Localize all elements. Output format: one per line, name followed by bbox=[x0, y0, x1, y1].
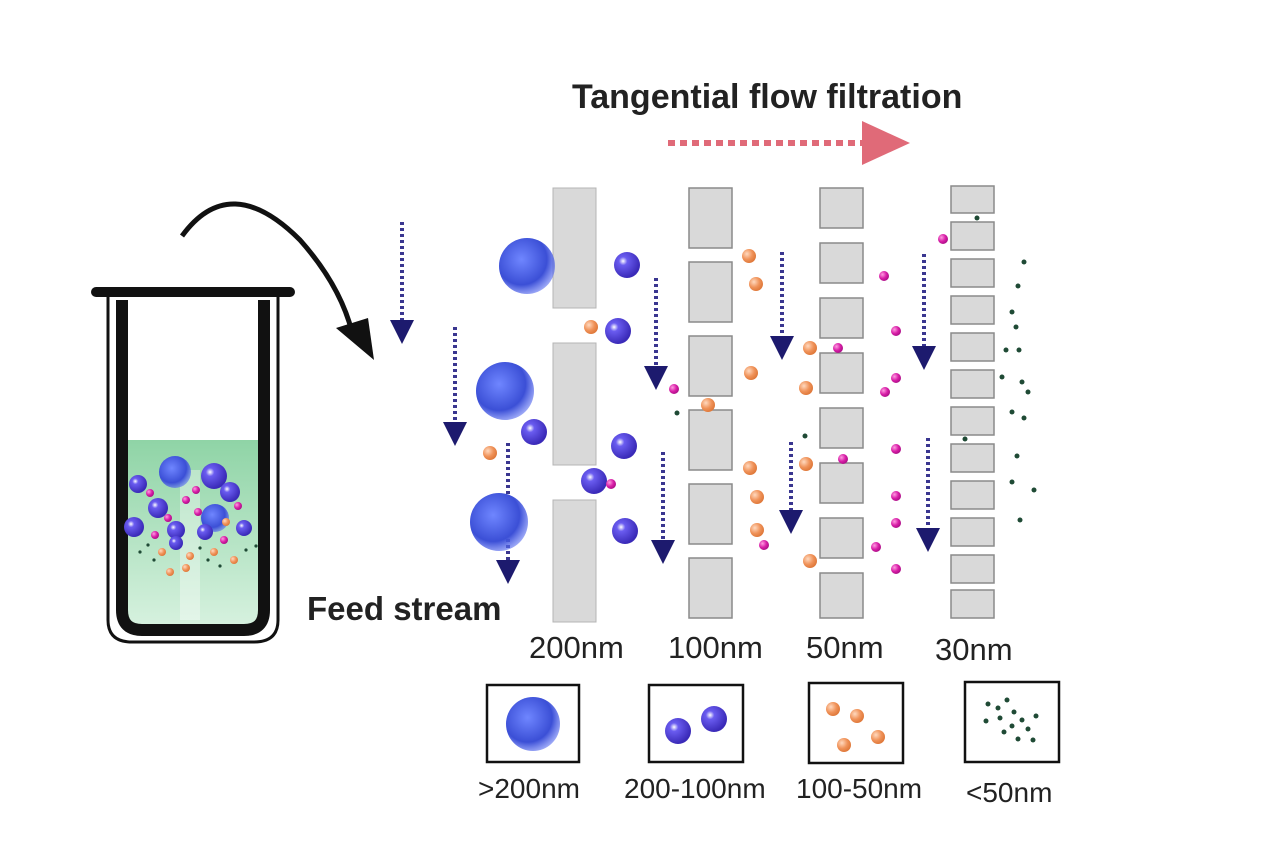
title-text: Tangential flow filtration bbox=[572, 78, 962, 116]
fraction-label-medium: 200-100nm bbox=[624, 773, 766, 804]
fraction-box-large bbox=[485, 683, 581, 764]
fraction-box-small bbox=[963, 680, 1061, 764]
fraction-label-orange: 100-50nm bbox=[796, 773, 922, 804]
membrane-200nm bbox=[552, 187, 597, 623]
magenta-particles bbox=[606, 234, 948, 574]
membrane-50nm bbox=[819, 187, 864, 619]
dotted-arrow-right-icon bbox=[668, 121, 910, 165]
orange-particles bbox=[483, 249, 817, 568]
dotted-arrow-down-icon bbox=[390, 222, 940, 584]
feed-stream-label: Feed stream bbox=[307, 590, 501, 627]
membrane-30nm bbox=[950, 185, 995, 619]
membrane-100nm bbox=[688, 187, 733, 619]
fraction-label-small: <50nm bbox=[966, 777, 1052, 808]
beaker-icon bbox=[91, 287, 295, 644]
membrane-label-100nm: 100nm bbox=[668, 630, 763, 665]
small-particles bbox=[674, 215, 1037, 523]
membrane-label-50nm: 50nm bbox=[806, 630, 884, 665]
curved-arrow-icon bbox=[179, 201, 374, 360]
membrane-label-30nm: 30nm bbox=[935, 632, 1013, 667]
membrane-label-200nm: 200nm bbox=[529, 630, 624, 665]
beaker-particles bbox=[124, 456, 258, 576]
fraction-box-orange bbox=[807, 681, 905, 765]
large-particles bbox=[470, 238, 555, 551]
fraction-label-large: >200nm bbox=[478, 773, 580, 804]
fraction-box-medium bbox=[647, 683, 745, 764]
medium-particles bbox=[521, 252, 640, 544]
